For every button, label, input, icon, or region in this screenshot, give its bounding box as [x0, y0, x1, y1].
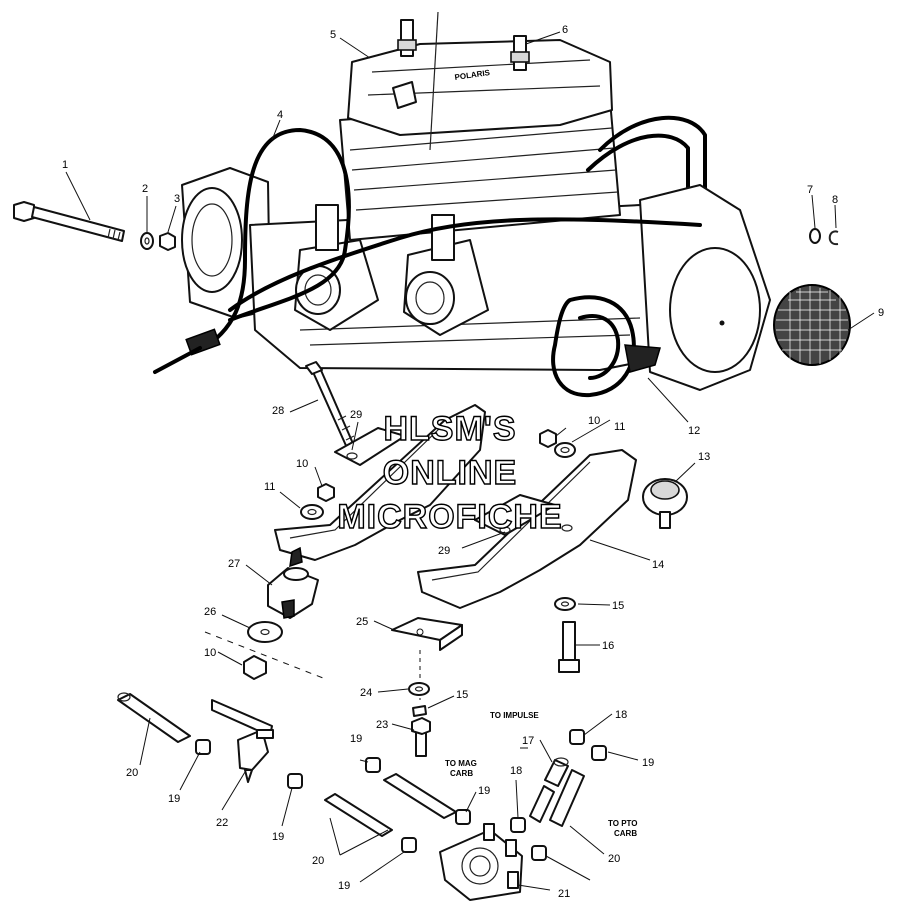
bolt-1 — [13, 201, 125, 242]
clamp-18-b — [510, 817, 526, 833]
clamp-19-a — [195, 739, 211, 755]
callout-6: 6 — [562, 24, 568, 36]
callout-9: 9 — [878, 307, 884, 319]
callout-19-c: 19 — [350, 733, 362, 745]
washer-15 — [554, 597, 576, 611]
nut-10-lower — [243, 655, 267, 680]
callout-29-top: 29 — [350, 409, 362, 421]
fuel-hose-17 — [544, 757, 569, 787]
callout-20-left: 20 — [126, 767, 138, 779]
engine-mount-bracket-right — [417, 449, 637, 609]
note-to-pto-line1: TO PTO — [608, 819, 638, 828]
callout-1: 1 — [62, 159, 68, 171]
callout-26: 26 — [204, 606, 216, 618]
callout-21: 21 — [558, 888, 570, 900]
watermark: HLSM'S ONLINE MICROFICHE — [337, 409, 563, 536]
callout-29-lower: 29 — [438, 545, 450, 557]
washer-7 — [809, 228, 821, 244]
fuel-hose-20-left — [117, 692, 191, 743]
callout-13: 13 — [698, 451, 710, 463]
watermark-line3: MICROFICHE — [337, 498, 562, 536]
callout-19-f: 19 — [642, 757, 654, 769]
note-to-pto-line2: CARB — [614, 829, 637, 838]
routing-notes: TO IMPULSE TO MAG CARB TO PTO CARB — [445, 711, 638, 838]
callout-18-lower: 18 — [510, 765, 522, 777]
engine-assembly: POLARIS — [153, 11, 771, 398]
fuel-pump-21 — [439, 823, 523, 901]
nut-10-right — [539, 429, 557, 448]
callout-16: 16 — [602, 640, 614, 652]
callout-5: 5 — [330, 29, 336, 41]
callout-15-right: 15 — [612, 600, 624, 612]
watermark-line2: ONLINE — [383, 454, 517, 492]
callout-11-left: 11 — [264, 481, 275, 493]
fuel-hose-20-right — [529, 769, 585, 827]
screen-9 — [773, 284, 851, 366]
callout-19-b: 19 — [272, 831, 284, 843]
callout-12: 12 — [688, 425, 700, 437]
lockwasher-15 — [412, 705, 427, 717]
callout-15-center: 15 — [456, 689, 468, 701]
washer-24 — [408, 682, 430, 696]
watermark-line1: HLSM'S — [383, 410, 516, 448]
plate-25 — [391, 617, 463, 651]
callout-24: 24 — [360, 687, 372, 699]
callout-11-right: 11 — [614, 421, 625, 433]
washer-2 — [140, 232, 154, 250]
damper-13 — [642, 478, 688, 529]
callout-7: 7 — [807, 184, 813, 196]
clip-8 — [828, 230, 839, 246]
callout-4: 4 — [277, 109, 283, 121]
clamp-19-b — [287, 773, 303, 789]
spark-plug-right — [510, 35, 530, 71]
rubber-mount-27 — [267, 546, 319, 619]
callout-19-a: 19 — [168, 793, 180, 805]
callout-20-middle: 20 — [312, 855, 324, 867]
recoil-handle-12 — [551, 295, 661, 398]
clamp-19-g — [531, 845, 547, 861]
callout-3: 3 — [174, 193, 180, 205]
spark-plug-left — [397, 19, 417, 57]
callout-20-right: 20 — [608, 853, 620, 865]
clamp-19-d — [455, 809, 471, 825]
callout-28: 28 — [272, 405, 284, 417]
carburetor-pto — [403, 214, 489, 336]
callout-10-right: 10 — [588, 415, 600, 427]
callout-19-d: 19 — [478, 785, 490, 797]
callout-25: 25 — [356, 616, 368, 628]
clamp-19-e — [401, 837, 417, 853]
nut-10-left — [317, 483, 335, 502]
callout-17: 17 — [522, 735, 534, 747]
bolt-16 — [558, 621, 580, 673]
callout-10-lower: 10 — [204, 647, 216, 659]
callout-10-left: 10 — [296, 458, 308, 470]
fuel-hose-20-middle — [324, 773, 457, 837]
callout-14: 14 — [652, 559, 664, 571]
fuel-valve-22 — [211, 699, 274, 783]
engine-mount-bracket-left — [274, 404, 486, 561]
clamp-19-f — [591, 745, 607, 761]
clamp-19-c — [365, 757, 381, 773]
callout-8: 8 — [832, 194, 838, 206]
note-to-impulse: TO IMPULSE — [490, 711, 539, 720]
callout-23: 23 — [376, 719, 388, 731]
carburetor-mag — [294, 204, 379, 331]
nut-3 — [159, 232, 176, 251]
bolt-23 — [411, 717, 431, 757]
note-to-mag-line2: CARB — [450, 769, 473, 778]
clamp-18-a — [569, 729, 585, 745]
callout-numbers: 1 2 3 4 5 6 7 8 9 10 10 10 11 11 12 13 1… — [62, 24, 884, 900]
callout-18-top: 18 — [615, 709, 627, 721]
callout-22: 22 — [216, 817, 228, 829]
leader-lines — [65, 31, 875, 891]
washer-11-right — [554, 442, 576, 458]
callout-2: 2 — [142, 183, 148, 195]
callout-19-e: 19 — [338, 880, 350, 892]
note-to-mag-line1: TO MAG — [445, 759, 477, 768]
callout-27: 27 — [228, 558, 240, 570]
washer-11-left — [300, 504, 324, 520]
washer-26 — [247, 621, 283, 643]
